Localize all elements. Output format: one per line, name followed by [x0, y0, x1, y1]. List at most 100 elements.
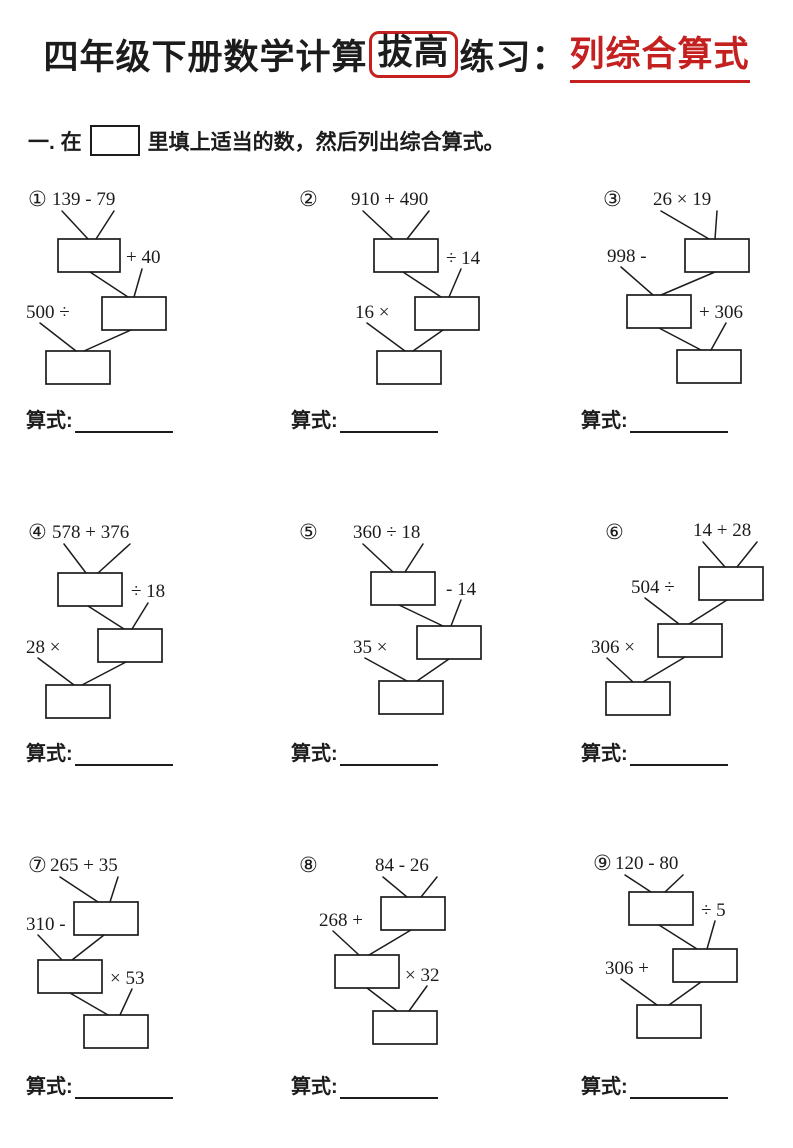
problem-7-box-3[interactable] [83, 1014, 149, 1049]
title-highlighted-word: 列综合算式 [569, 26, 750, 83]
answer-blank[interactable] [74, 744, 173, 766]
problem-number-badge: ① [28, 187, 47, 211]
problem-6-box-2[interactable] [657, 623, 723, 658]
problem-3: ③ 26 × 19 998 - + 306 算式: [581, 178, 793, 433]
problem-1-box-1[interactable] [57, 238, 121, 273]
problem-5-box-1[interactable] [370, 571, 436, 606]
answer-blank[interactable] [629, 744, 728, 766]
problem-2-diagram: ② 910 + 490 ÷ 14 16 × [299, 187, 481, 385]
problem-3-diagram: ③ 26 × 19 998 - + 306 [603, 187, 750, 384]
worksheet-page: 四年级下册数学计算拔高练习：列综合算式 一. 在 里填上适当的数，然后列出综合算… [0, 26, 793, 1148]
op1-expression: - 14 [446, 579, 477, 600]
problem-number-badge: ④ [28, 520, 47, 544]
problem-9-box-3[interactable] [636, 1004, 702, 1039]
problem-4-diagram: ④ 578 + 376 ÷ 18 28 × [26, 520, 165, 719]
answer-blank[interactable] [74, 411, 173, 433]
title-part1: 四年级下册数学计算 [43, 38, 368, 77]
top-expression: 265 + 35 [50, 855, 118, 876]
problem-4-box-3[interactable] [45, 684, 111, 719]
top-expression: 360 ÷ 18 [353, 522, 420, 543]
op2-expression: × 32 [405, 965, 439, 986]
answer-label: 算式: [581, 410, 628, 432]
op2-expression: 500 ÷ [26, 302, 70, 323]
problem-1: ① 139 - 79 + 40 500 ÷ 算式: [26, 178, 276, 433]
problem-8-box-3[interactable] [372, 1010, 438, 1045]
problem-7-box-1[interactable] [73, 901, 139, 936]
answer-line: 算式: [581, 1070, 793, 1099]
answer-line: 算式: [291, 404, 541, 433]
op1-expression: ÷ 5 [701, 900, 726, 921]
answer-line: 算式: [581, 737, 793, 766]
problem-number-badge: ② [299, 187, 318, 211]
problem-4: ④ 578 + 376 ÷ 18 28 × 算式: [26, 511, 276, 766]
op2-expression: 16 × [355, 302, 389, 323]
problem-3-box-2[interactable] [626, 294, 692, 329]
answer-blank[interactable] [339, 1077, 438, 1099]
op1-expression: ÷ 14 [446, 248, 481, 269]
problem-8-diagram: ⑧ 84 - 26 268 + × 32 [299, 853, 446, 1045]
problem-5-diagram: ⑤ 360 ÷ 18 - 14 35 × [299, 520, 482, 715]
answer-label: 算式: [581, 743, 628, 765]
instruction-example-box [89, 125, 140, 156]
problem-9-box-2[interactable] [672, 948, 738, 983]
op2-expression: 306 + [605, 958, 649, 979]
problems-grid: ① 139 - 79 + 40 500 ÷ 算式: ② 910 + 490 [0, 178, 793, 1099]
top-expression: 578 + 376 [52, 522, 129, 543]
answer-label: 算式: [26, 1076, 73, 1098]
problem-7-diagram: ⑦ 265 + 35 310 - × 53 [26, 853, 149, 1049]
answer-label: 算式: [581, 1076, 628, 1098]
problem-8-box-1[interactable] [380, 896, 446, 931]
problem-2-box-2[interactable] [414, 296, 480, 331]
answer-label: 算式: [291, 743, 338, 765]
problem-1-box-2[interactable] [101, 296, 167, 331]
op2-expression: 28 × [26, 637, 60, 658]
problem-number-badge: ③ [603, 187, 622, 211]
problem-5-box-2[interactable] [416, 625, 482, 660]
answer-blank[interactable] [74, 1077, 173, 1099]
top-expression: 26 × 19 [653, 189, 711, 210]
answer-blank[interactable] [339, 411, 438, 433]
problem-2-box-3[interactable] [376, 350, 442, 385]
problem-6-diagram: ⑥ 14 + 28 504 ÷ 306 × [591, 520, 764, 716]
problem-6: ⑥ 14 + 28 504 ÷ 306 × 算式: [581, 511, 793, 766]
problem-6-box-3[interactable] [605, 681, 671, 716]
op1-expression: 998 - [607, 246, 647, 267]
answer-line: 算式: [581, 404, 793, 433]
title-part2: 练习： [459, 38, 568, 77]
problem-9: ⑨ 120 - 80 ÷ 5 306 + 算式: [581, 844, 793, 1099]
problem-4-box-1[interactable] [57, 572, 123, 607]
op2-expression: 35 × [353, 637, 387, 658]
problem-number-badge: ⑤ [299, 520, 318, 544]
problem-1-box-3[interactable] [45, 350, 111, 385]
top-expression: 14 + 28 [693, 520, 751, 541]
answer-label: 算式: [291, 410, 338, 432]
answer-blank[interactable] [339, 744, 438, 766]
problem-number-badge: ⑥ [605, 520, 624, 544]
op1-expression: 268 + [319, 910, 363, 931]
op1-expression: 504 ÷ [631, 577, 675, 598]
answer-label: 算式: [291, 1076, 338, 1098]
problem-5-box-3[interactable] [378, 680, 444, 715]
problem-9-box-1[interactable] [628, 891, 694, 926]
op1-expression: 310 - [26, 914, 66, 935]
op1-expression: ÷ 18 [131, 581, 165, 602]
answer-line: 算式: [26, 737, 276, 766]
problem-6-box-1[interactable] [698, 566, 764, 601]
answer-blank[interactable] [629, 1077, 728, 1099]
answer-line: 算式: [291, 737, 541, 766]
problem-2-box-1[interactable] [373, 238, 439, 273]
top-expression: 910 + 490 [351, 189, 428, 210]
problem-7: ⑦ 265 + 35 310 - × 53 算式: [26, 844, 276, 1099]
problem-4-box-2[interactable] [97, 628, 163, 663]
problem-3-box-1[interactable] [684, 238, 750, 273]
problem-3-box-3[interactable] [676, 349, 742, 384]
instruction-after: 里填上适当的数，然后列出综合算式。 [147, 130, 505, 154]
answer-blank[interactable] [629, 411, 728, 433]
problem-1-diagram: ① 139 - 79 + 40 500 ÷ [26, 187, 167, 385]
page-title: 四年级下册数学计算拔高练习：列综合算式 [0, 26, 793, 83]
answer-line: 算式: [291, 1070, 541, 1099]
problem-8-box-2[interactable] [334, 954, 400, 989]
problem-2: ② 910 + 490 ÷ 14 16 × 算式: [291, 178, 541, 433]
problem-7-box-2[interactable] [37, 959, 103, 994]
answer-line: 算式: [26, 404, 276, 433]
